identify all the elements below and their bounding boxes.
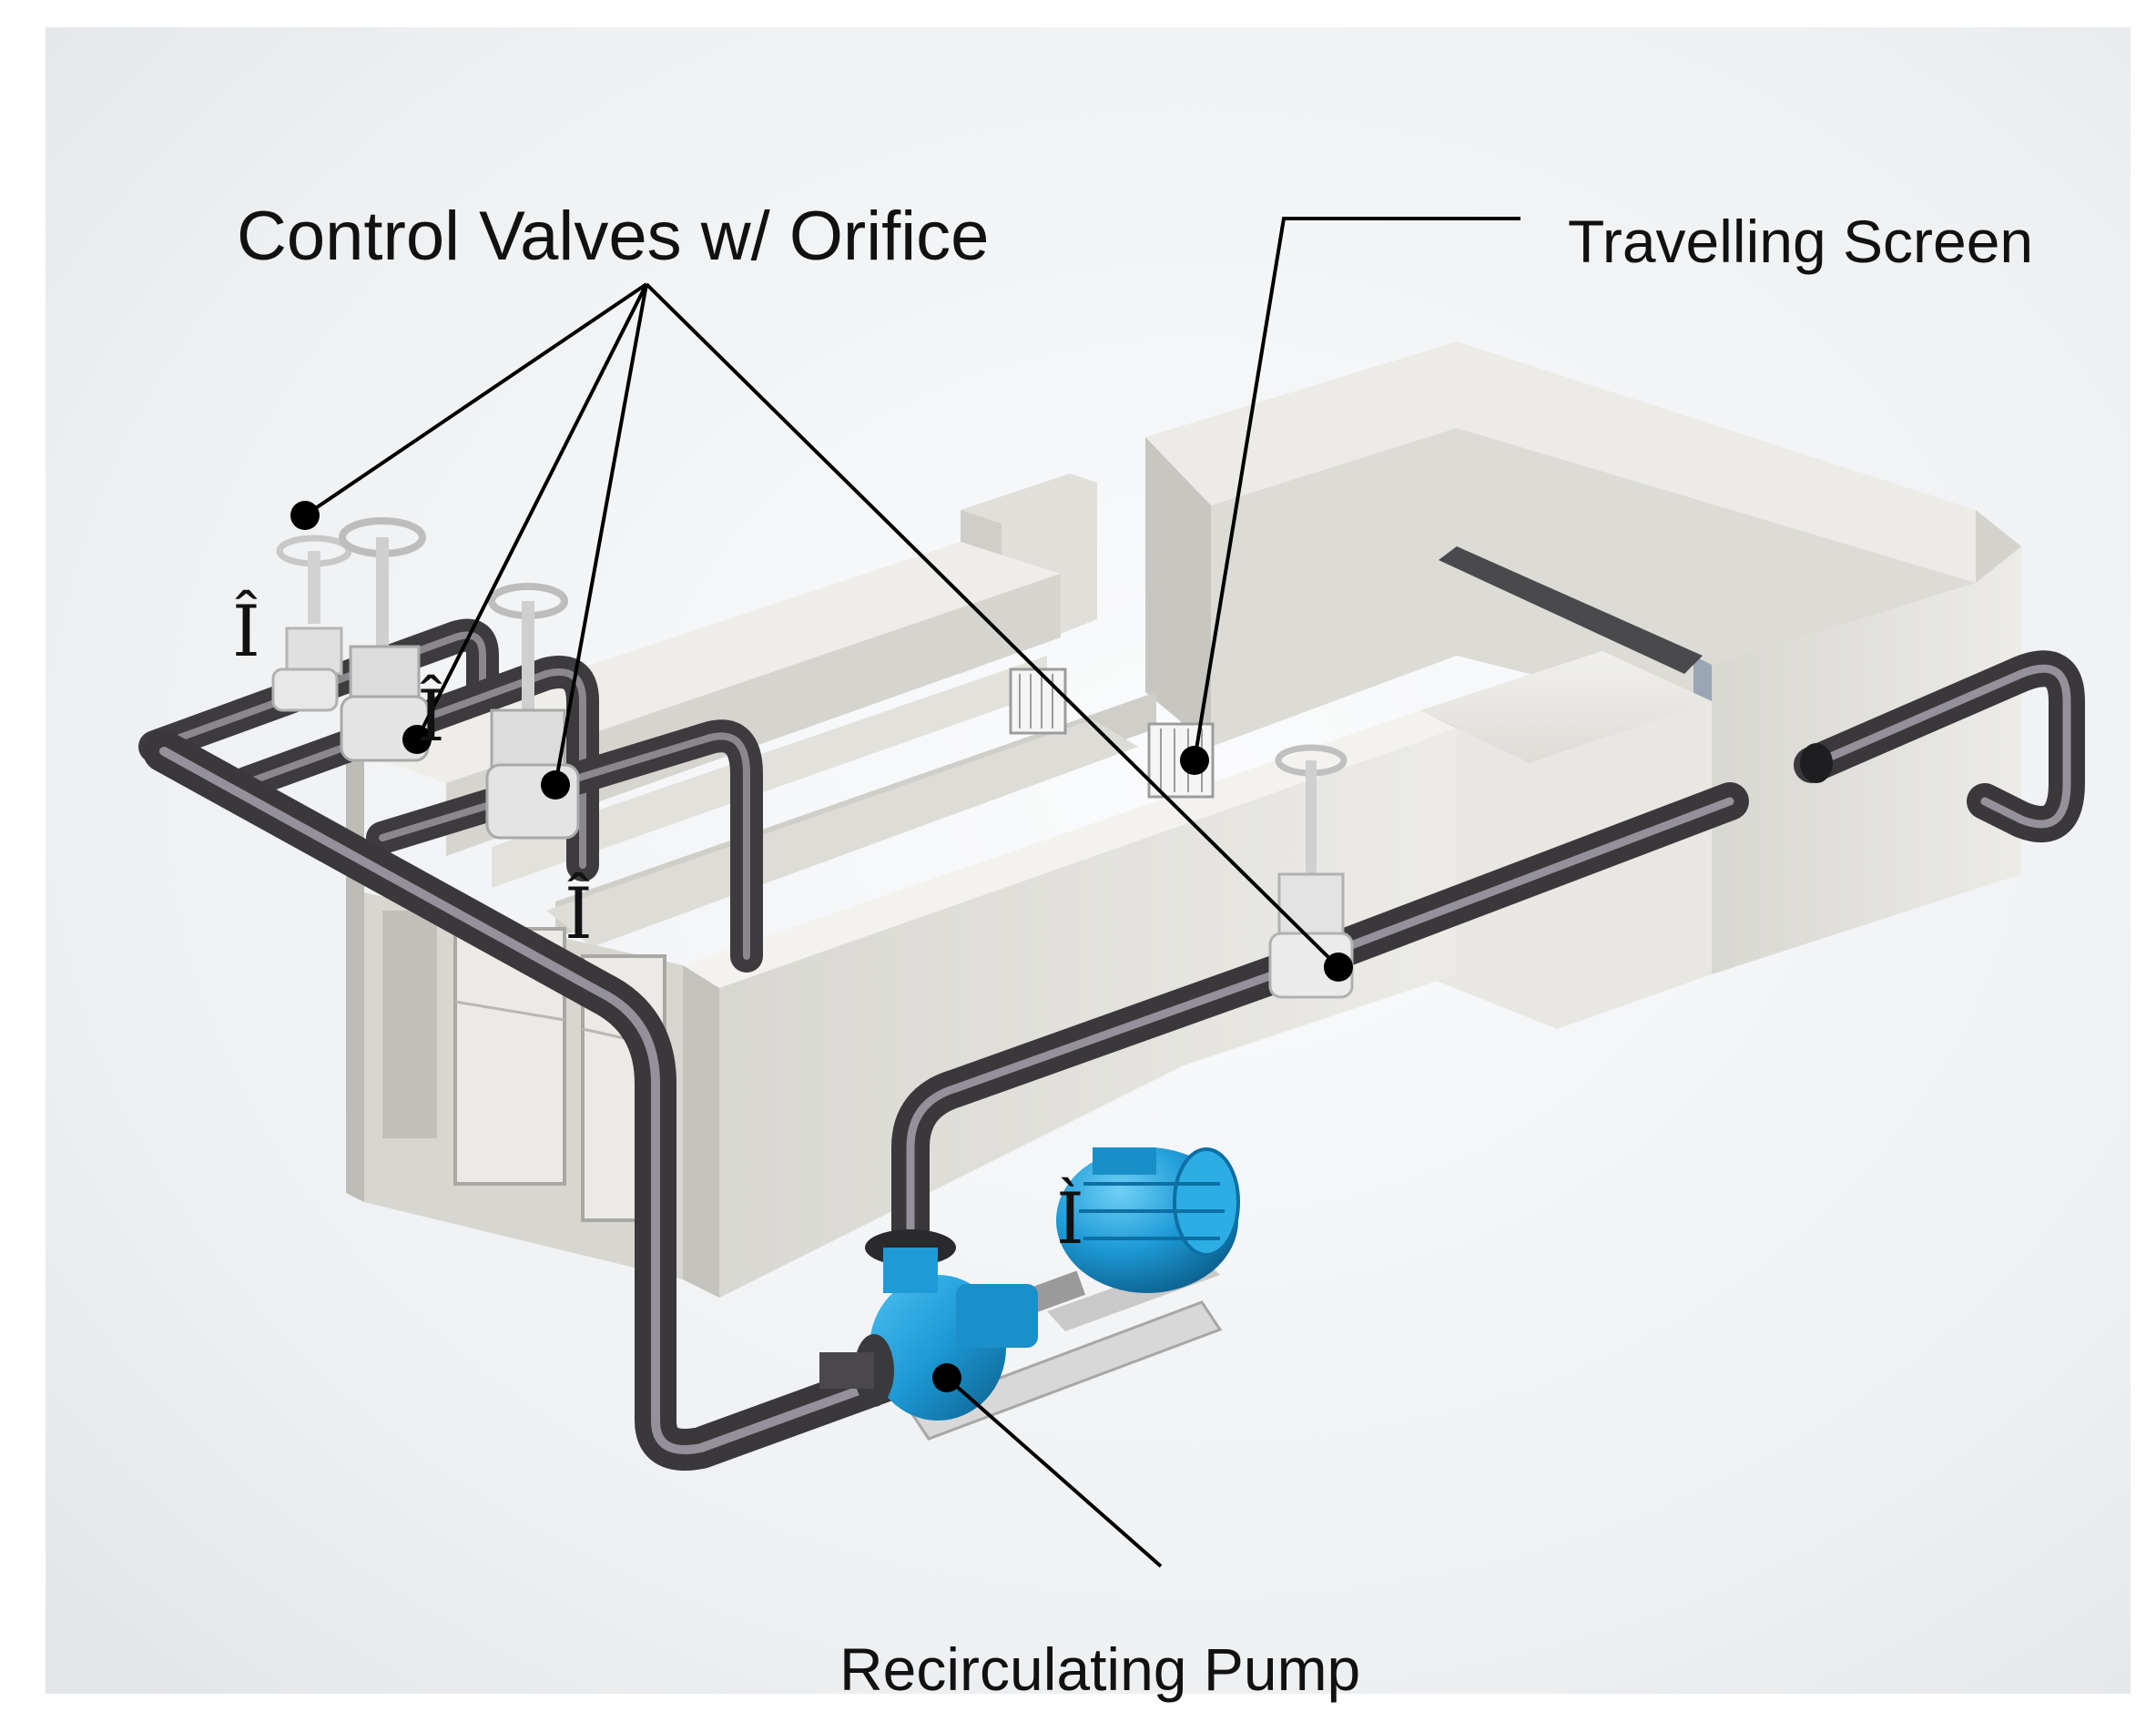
callout-dot-screen xyxy=(1180,746,1209,775)
leader-line-screen xyxy=(1193,217,1520,761)
leader-line-valve-3 xyxy=(554,283,648,786)
callout-dot-valve-2 xyxy=(402,725,432,754)
label-travelling-screen: Travelling Screen xyxy=(1568,208,2034,275)
callout-dots xyxy=(290,501,1353,1392)
flow-marker-2: Î xyxy=(417,676,445,758)
centrifugal-pump-icon xyxy=(819,1147,1240,1441)
leader-line-valve-2 xyxy=(415,283,648,740)
piping xyxy=(138,618,2085,1471)
leader-line-pump xyxy=(945,1376,1163,1568)
leader-line-valve-4 xyxy=(645,282,1340,969)
callout-dot-valve-4 xyxy=(1324,953,1353,982)
flow-marker-4: Ì xyxy=(1056,1178,1084,1260)
callout-dot-pump xyxy=(932,1363,961,1392)
label-recirculating-pump: Recirculating Pump xyxy=(839,1635,1361,1703)
callout-dot-valve-1 xyxy=(290,501,320,530)
flow-marker-3: Î xyxy=(564,873,593,955)
label-control-valves: Control Valves w/ Orifice xyxy=(237,198,990,275)
leader-line-valve-1 xyxy=(303,282,648,517)
callout-leaders xyxy=(303,217,1520,1568)
handwheel-gate-valve-icon xyxy=(485,583,580,840)
flow-marker-1: Î xyxy=(232,591,260,673)
callout-dot-valve-3 xyxy=(541,770,570,800)
handwheel-gate-valve-icon xyxy=(271,535,352,712)
